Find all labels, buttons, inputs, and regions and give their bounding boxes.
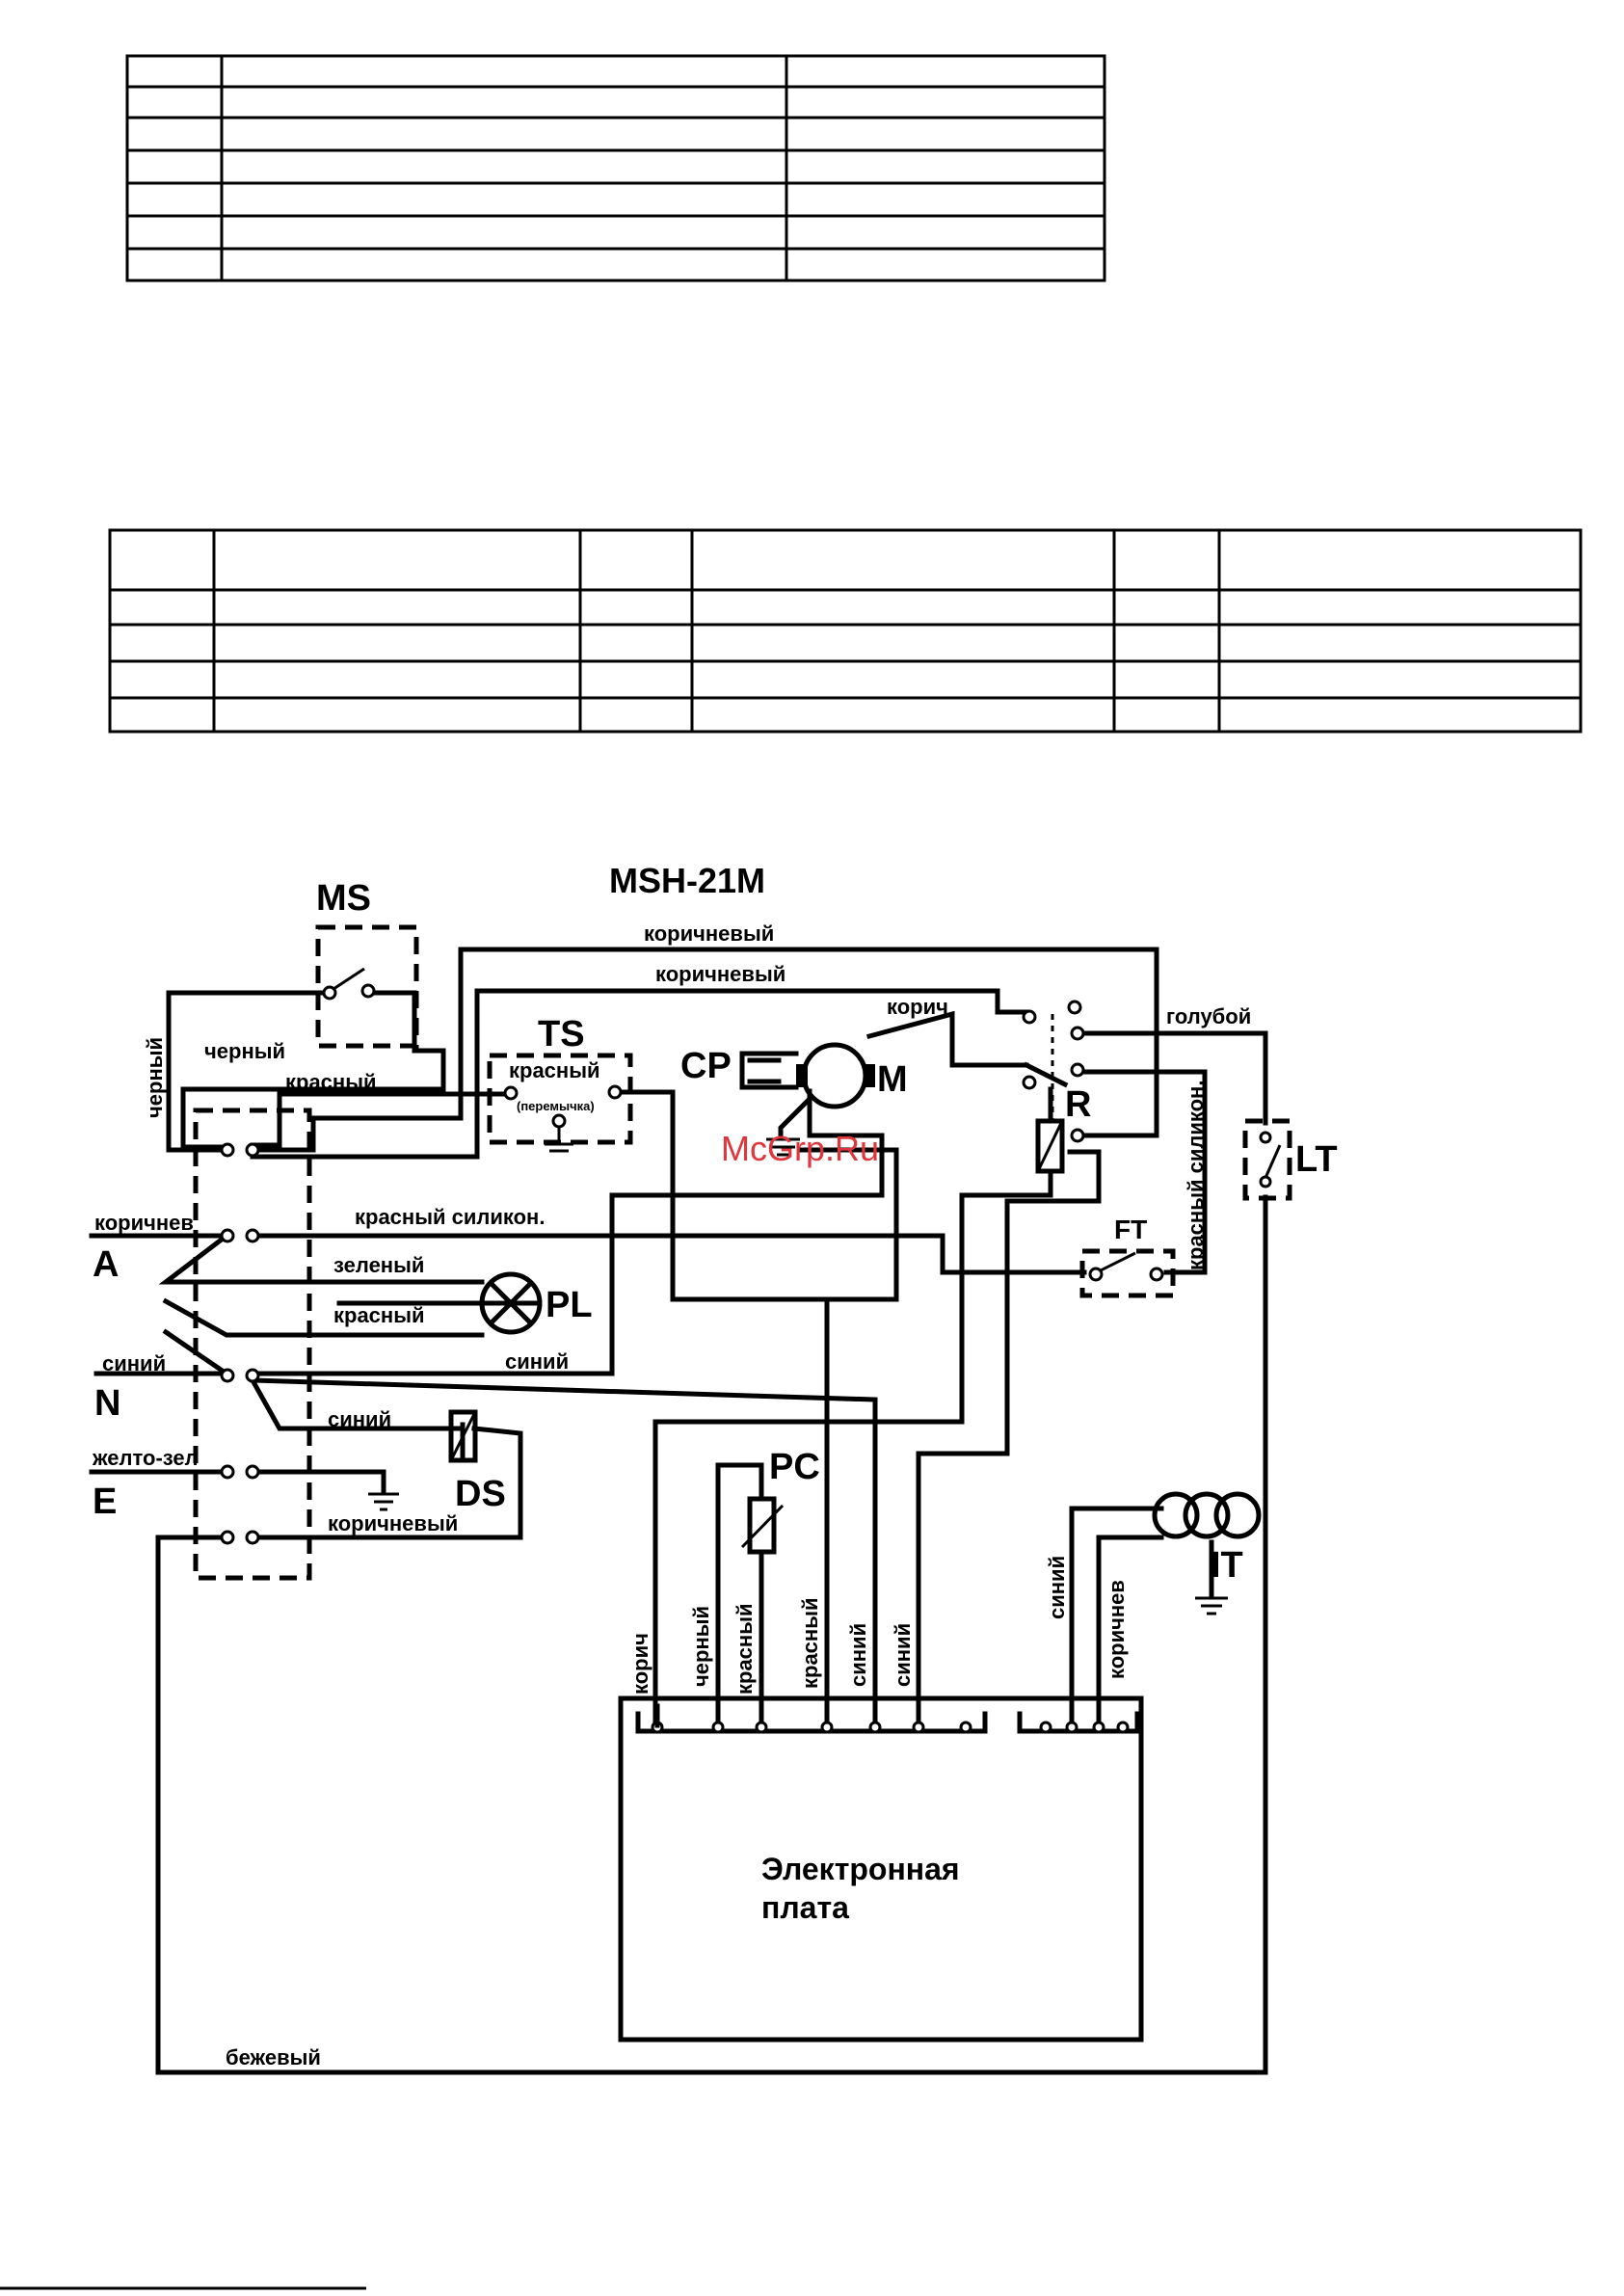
component-m: M xyxy=(766,1042,908,1157)
wire-it-blue: синий xyxy=(1045,1556,1069,1619)
wire-beige: бежевый xyxy=(226,2045,321,2069)
label-a: A xyxy=(93,1244,119,1285)
electronic-board: Электронная плата xyxy=(618,1695,1144,2042)
wire-labels: коричневый коричневый корич голубой черн… xyxy=(92,921,1251,2069)
wire-blue-light: голубой xyxy=(1166,1004,1251,1028)
wire-brown-bottom: коричневый xyxy=(328,1511,458,1535)
component-r-contacts: R xyxy=(1022,1000,1091,1143)
component-ms: MS xyxy=(315,878,419,1049)
wire-blue-ds: синий xyxy=(328,1407,391,1431)
board-label-line2: плата xyxy=(761,1890,849,1925)
component-ts: TS красный (перемычка) xyxy=(487,1014,633,1153)
board-label-line1: Электронная xyxy=(761,1852,960,1886)
label-e: E xyxy=(93,1482,117,1522)
wire-pcb-red1: красный xyxy=(732,1603,757,1695)
wires xyxy=(89,947,1268,2075)
diagram-title: MSH-21M xyxy=(609,861,765,900)
wire-brown-mid: коричневый xyxy=(655,962,785,986)
component-pl: PL xyxy=(479,1271,593,1335)
wire-brown-top: коричневый xyxy=(644,921,774,946)
label-ft: FT xyxy=(1114,1215,1147,1244)
terminal-block: A N E xyxy=(93,1108,312,1581)
component-it: IT xyxy=(1152,1491,1262,1615)
component-ft: FT xyxy=(1079,1215,1176,1298)
wire-red-silicon-h: красный силикон. xyxy=(355,1205,545,1229)
wire-red-pl: красный xyxy=(333,1303,425,1327)
wire-green: зеленый xyxy=(333,1253,424,1277)
label-pl: PL xyxy=(546,1285,593,1325)
wire-ts-jumper: (перемычка) xyxy=(517,1099,595,1113)
label-cp: CP xyxy=(680,1046,732,1086)
label-ts: TS xyxy=(538,1014,585,1055)
component-pc: PC xyxy=(740,1447,820,1555)
wire-blue-mid: синий xyxy=(505,1349,569,1374)
wire-pcb-brown: корич xyxy=(628,1633,652,1695)
label-m: M xyxy=(877,1059,908,1100)
wire-black-v: черный xyxy=(143,1037,167,1118)
wire-ts-red: красный xyxy=(509,1058,600,1082)
label-ds: DS xyxy=(455,1474,506,1514)
wire-yellow-green: желто-зел xyxy=(92,1446,199,1470)
label-pc: PC xyxy=(769,1447,820,1487)
wire-blue-n: синий xyxy=(102,1351,166,1375)
label-n: N xyxy=(94,1383,120,1424)
wire-it-brown: коричнев xyxy=(1105,1580,1129,1679)
table-middle xyxy=(108,528,1583,734)
component-cp: CP xyxy=(680,1046,799,1090)
wire-brown-short: корич xyxy=(887,995,948,1019)
wire-red-silicon-v: красный силикон. xyxy=(1184,1081,1208,1270)
label-it: IT xyxy=(1211,1545,1243,1586)
table-top xyxy=(125,54,1106,282)
wire-red-top: красный xyxy=(285,1070,377,1094)
wire-brown-a: коричнев xyxy=(94,1211,194,1235)
wire-pcb-black: черный xyxy=(689,1606,713,1687)
wire-pcb-red2: красный xyxy=(798,1597,822,1689)
label-ms: MS xyxy=(316,878,371,919)
wire-pcb-blue2: синий xyxy=(891,1623,915,1687)
watermark: McGrp.Ru xyxy=(721,1129,879,1168)
label-r: R xyxy=(1065,1084,1091,1125)
label-lt: LT xyxy=(1295,1139,1338,1180)
ground-e xyxy=(368,1492,399,1511)
component-ds: DS xyxy=(448,1409,506,1514)
wire-black-h: черный xyxy=(204,1039,285,1063)
component-lt: LT xyxy=(1242,1118,1338,1201)
wire-pcb-blue1: синий xyxy=(846,1623,870,1687)
